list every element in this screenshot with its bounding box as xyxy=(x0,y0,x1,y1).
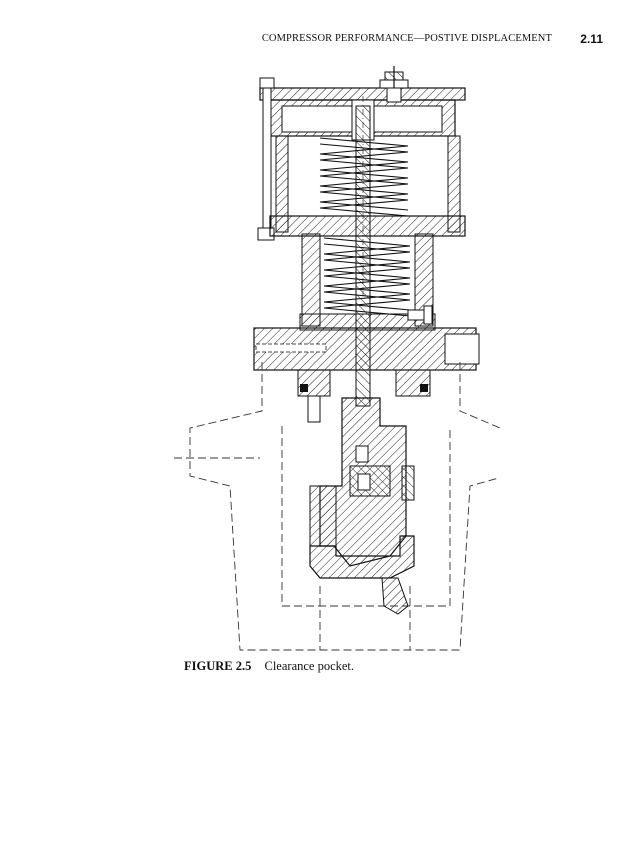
cylinder-body-phantom xyxy=(174,362,500,651)
tie-bolt xyxy=(257,77,275,241)
clearance-piston xyxy=(309,397,415,567)
running-title: COMPRESSOR PERFORMANCE—POSTIVE DISPLACEM… xyxy=(261,33,552,44)
bonnet-flange xyxy=(253,305,480,371)
figure-caption-text: Clearance pocket. xyxy=(264,659,355,673)
engineering-drawing xyxy=(174,66,500,651)
figure-caption-label: FIGURE 2.5 xyxy=(184,659,252,673)
running-head: COMPRESSOR PERFORMANCE—POSTIVE DISPLACEM… xyxy=(0,32,638,49)
adjust-nut xyxy=(379,66,409,103)
guide-body xyxy=(297,369,431,423)
figure-caption: FIGURE 2.5 Clearance pocket. xyxy=(184,659,354,674)
figure-clearance-pocket-drawing xyxy=(170,66,500,656)
piston-skirt xyxy=(309,535,415,615)
page-number: 2.11 xyxy=(580,32,603,46)
